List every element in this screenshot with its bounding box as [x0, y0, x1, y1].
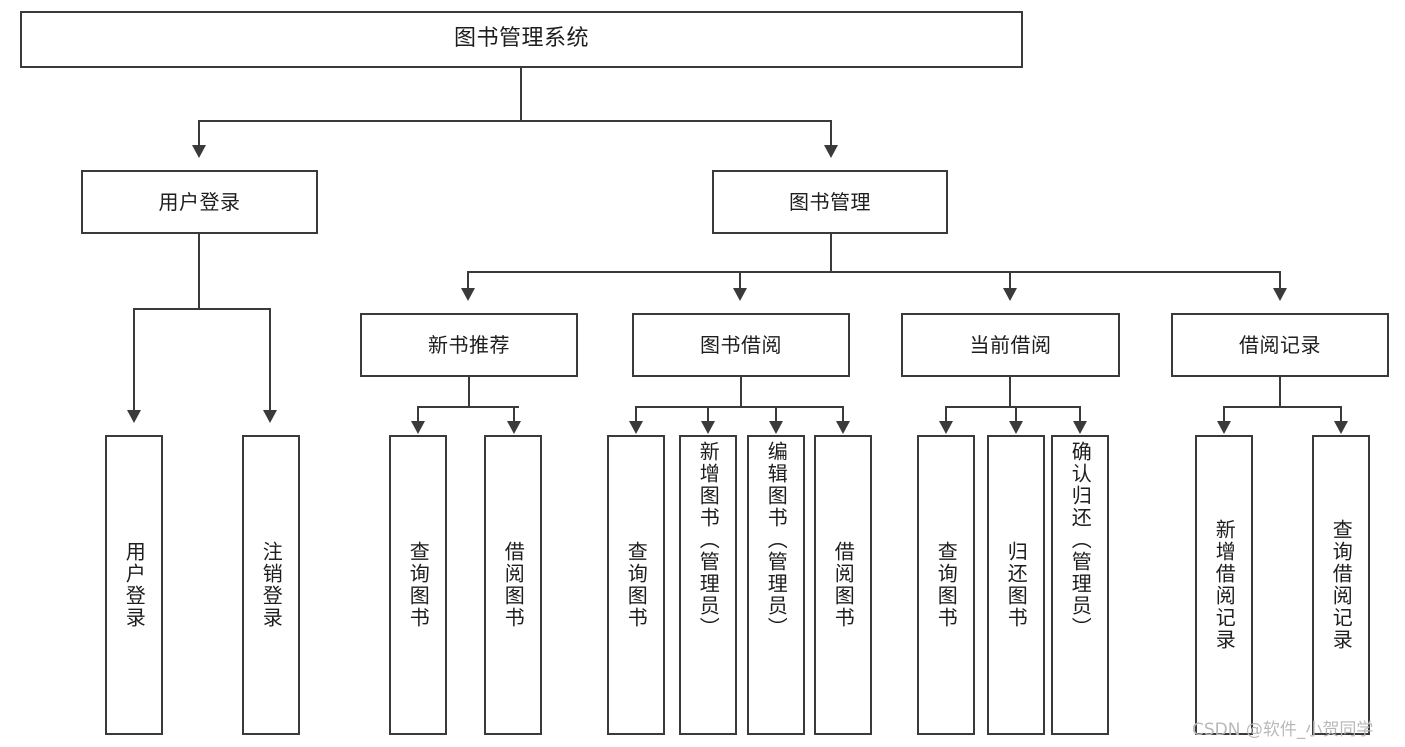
connector-login-to-leaf1	[133, 308, 135, 412]
connector-records-to-leaf1	[1223, 406, 1225, 422]
node-book-borrow[interactable]: 图书借阅	[632, 313, 850, 377]
connector-records-to-leaf2	[1340, 406, 1342, 422]
leaf-logout[interactable]: 注销登录	[242, 435, 300, 735]
connector-current-to-leaf1	[945, 406, 947, 422]
leaf-logout-label: 注销登录	[259, 541, 284, 629]
arrowhead-records-leaf1	[1217, 421, 1231, 434]
node-new-book-recommend[interactable]: 新书推荐	[360, 313, 578, 377]
arrowhead-to-user-login	[192, 145, 206, 158]
connector-bookmgmt-to-current	[1009, 271, 1011, 289]
connector-root-bus	[198, 120, 832, 122]
node-user-login-label: 用户登录	[158, 189, 241, 214]
connector-root-stem	[520, 68, 522, 121]
node-root-system[interactable]: 图书管理系统	[20, 11, 1023, 68]
arrowhead-newbook-leaf1	[411, 421, 425, 434]
leaf-current-query-book[interactable]: 查询图书	[917, 435, 975, 735]
arrowhead-borrow-leaf4	[836, 421, 850, 434]
node-current-borrow-label: 当前借阅	[969, 332, 1052, 357]
arrowhead-to-borrow-records	[1273, 288, 1287, 301]
connector-bookmgmt-to-new	[467, 271, 469, 289]
csdn-watermark: CSDN @软件_小贺同学	[1192, 720, 1374, 740]
leaf-current-return-book[interactable]: 归还图书	[987, 435, 1045, 735]
connector-login-bus	[133, 308, 271, 310]
arrowhead-current-leaf1	[939, 421, 953, 434]
connector-borrow-bus	[635, 406, 844, 408]
connector-bookmgmt-to-borrow	[739, 271, 741, 289]
connector-login-to-leaf2	[269, 308, 271, 412]
leaf-borrow-edit-book-admin-label: 编辑图书（管理员）	[764, 441, 789, 639]
leaf-newbook-query-book-label: 查询图书	[406, 541, 431, 629]
leaf-borrow-borrow-book-label: 借阅图书	[831, 541, 856, 629]
node-book-borrow-label: 图书借阅	[700, 332, 782, 357]
arrowhead-borrow-leaf1	[629, 421, 643, 434]
node-root-label: 图书管理系统	[453, 26, 589, 52]
arrowhead-to-book-borrow	[733, 288, 747, 301]
connector-bookmgmt-to-records	[1279, 271, 1281, 289]
connector-borrow-to-leaf2	[707, 406, 709, 422]
connector-root-to-bookmgmt	[830, 120, 832, 147]
connector-bookmgmt-bus	[467, 271, 1281, 273]
leaf-newbook-borrow-book-label: 借阅图书	[501, 541, 526, 629]
leaf-records-query-record[interactable]: 查询借阅记录	[1312, 435, 1370, 735]
connector-current-to-leaf2	[1015, 406, 1017, 422]
arrowhead-current-leaf3	[1073, 421, 1087, 434]
connector-borrow-stem	[740, 377, 742, 408]
leaf-borrow-query-book[interactable]: 查询图书	[607, 435, 665, 735]
connector-newbook-to-leaf1	[417, 406, 419, 422]
leaf-newbook-borrow-book[interactable]: 借阅图书	[484, 435, 542, 735]
node-current-borrow[interactable]: 当前借阅	[901, 313, 1120, 377]
node-borrow-records-label: 借阅记录	[1239, 332, 1321, 357]
leaf-borrow-borrow-book[interactable]: 借阅图书	[814, 435, 872, 735]
arrowhead-current-leaf2	[1009, 421, 1023, 434]
leaf-records-add-record-label: 新增借阅记录	[1212, 519, 1237, 651]
connector-newbook-bus	[417, 406, 519, 408]
connector-records-stem	[1279, 377, 1281, 408]
arrowhead-newbook-leaf2	[507, 421, 521, 434]
arrowhead-to-leaf-user-login	[127, 410, 141, 423]
arrowhead-to-leaf-logout	[263, 410, 277, 423]
connector-borrow-to-leaf4	[842, 406, 844, 422]
leaf-user-login-label: 用户登录	[122, 541, 147, 629]
leaf-current-query-book-label: 查询图书	[934, 541, 959, 629]
leaf-borrow-query-book-label: 查询图书	[624, 541, 649, 629]
leaf-current-confirm-return-admin[interactable]: 确认归还（管理员）	[1051, 435, 1109, 735]
leaf-borrow-add-book-admin[interactable]: 新增图书（管理员）	[679, 435, 737, 735]
leaf-records-query-record-label: 查询借阅记录	[1329, 519, 1354, 651]
node-user-login[interactable]: 用户登录	[81, 170, 318, 234]
leaf-records-add-record[interactable]: 新增借阅记录	[1195, 435, 1253, 735]
leaf-current-confirm-return-admin-label: 确认归还（管理员）	[1068, 441, 1093, 639]
leaf-user-login[interactable]: 用户登录	[105, 435, 163, 735]
arrowhead-borrow-leaf3	[769, 421, 783, 434]
leaf-borrow-add-book-admin-label: 新增图书（管理员）	[696, 441, 721, 639]
connector-borrow-to-leaf3	[775, 406, 777, 422]
leaf-borrow-edit-book-admin[interactable]: 编辑图书（管理员）	[747, 435, 805, 735]
leaf-newbook-query-book[interactable]: 查询图书	[389, 435, 447, 735]
connector-borrow-to-leaf1	[635, 406, 637, 422]
arrowhead-to-new-book	[461, 288, 475, 301]
connector-newbook-stem	[468, 377, 470, 408]
connector-records-bus	[1223, 406, 1342, 408]
connector-bookmgmt-stem	[830, 234, 832, 273]
connector-current-to-leaf3	[1079, 406, 1081, 422]
arrowhead-borrow-leaf2	[701, 421, 715, 434]
connector-root-to-login	[198, 120, 200, 147]
node-book-management-label: 图书管理	[789, 189, 871, 214]
arrowhead-records-leaf2	[1334, 421, 1348, 434]
node-new-book-label: 新书推荐	[428, 332, 510, 357]
connector-current-stem	[1009, 377, 1011, 408]
connector-current-bus	[945, 406, 1080, 408]
node-book-management[interactable]: 图书管理	[712, 170, 948, 234]
node-borrow-records[interactable]: 借阅记录	[1171, 313, 1389, 377]
connector-newbook-to-leaf2	[513, 406, 515, 422]
leaf-current-return-book-label: 归还图书	[1004, 541, 1029, 629]
connector-login-stem	[198, 234, 200, 310]
arrowhead-to-book-management	[824, 145, 838, 158]
arrowhead-to-current-borrow	[1003, 288, 1017, 301]
